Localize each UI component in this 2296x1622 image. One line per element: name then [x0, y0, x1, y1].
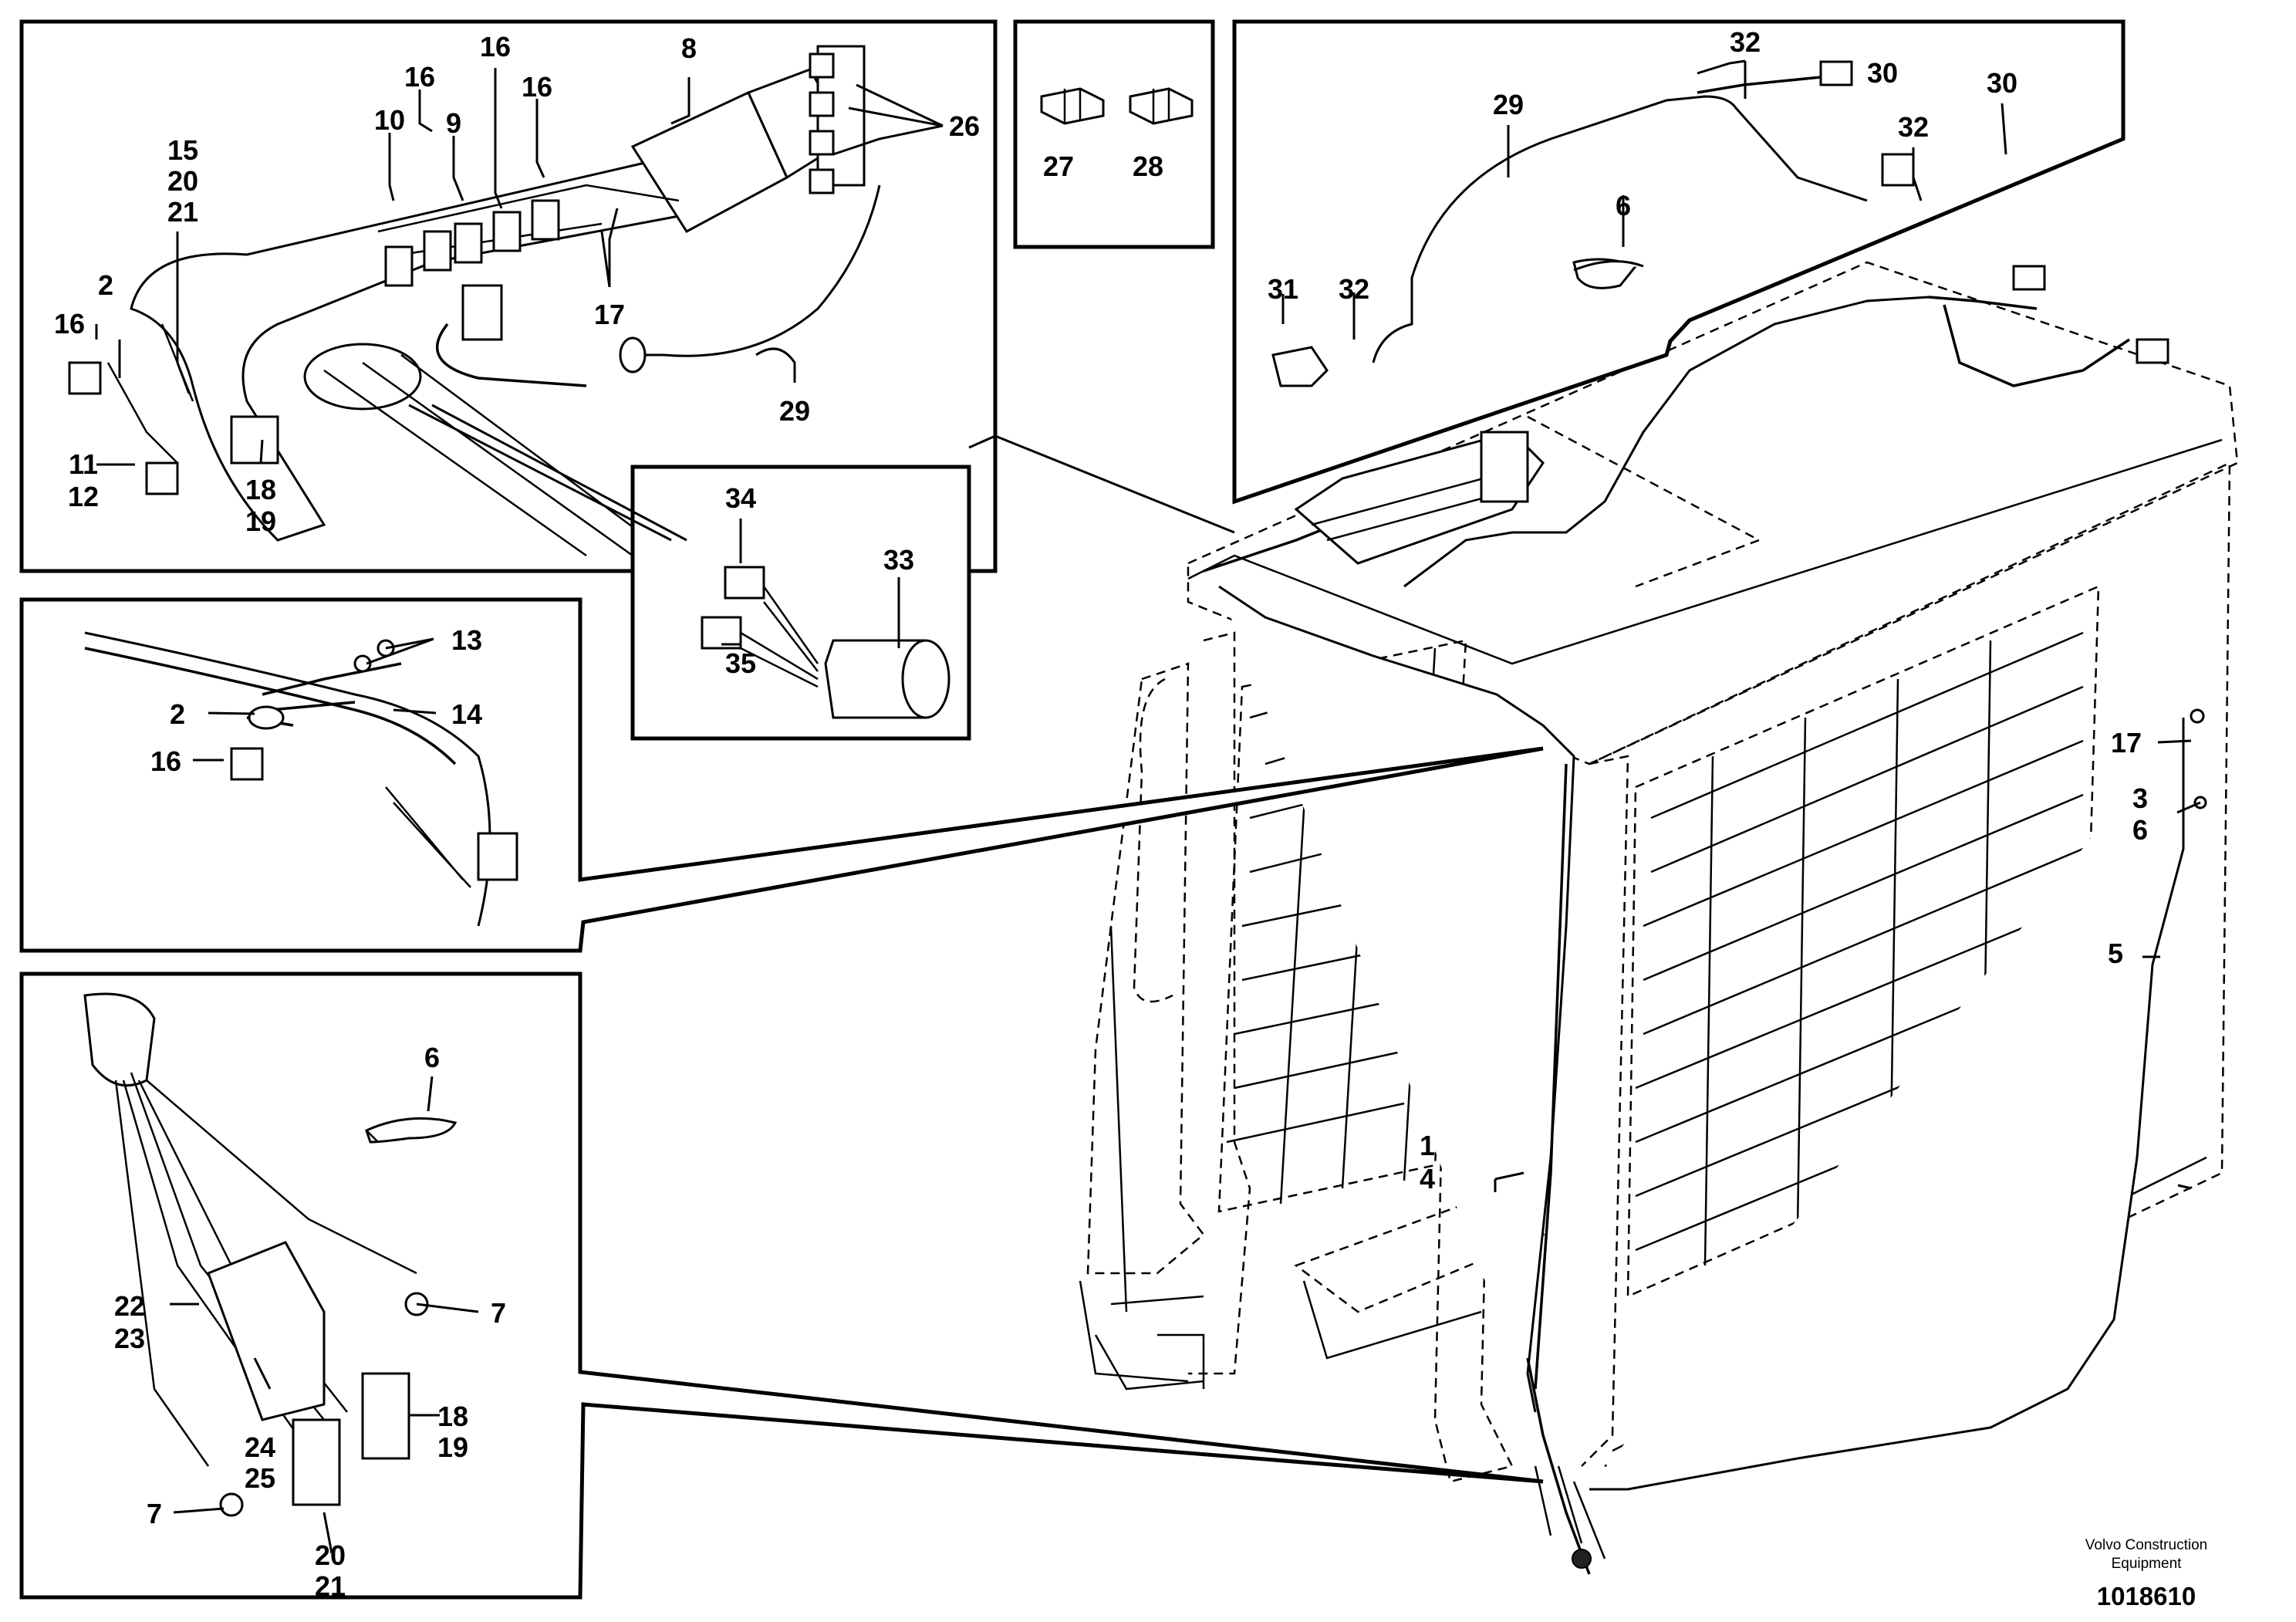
callout-17: 17	[2111, 727, 2142, 759]
callout-31: 31	[1268, 273, 1298, 305]
callout-32-b: 32	[1898, 111, 1929, 143]
callout-32-a: 32	[1730, 26, 1761, 58]
roof-harness-29	[1403, 265, 2169, 588]
detail-frame-post-base	[19, 972, 1544, 1600]
callout-8: 8	[681, 32, 697, 64]
main-harness-1	[1203, 523, 1606, 1575]
callout-1: 1	[1420, 1130, 1435, 1161]
detail-frame-roof-harness	[1232, 19, 2125, 505]
callout-16-top-3: 16	[522, 71, 552, 103]
callout-21-bottom: 21	[315, 1570, 346, 1602]
callout-30-b: 30	[1987, 67, 2017, 99]
callout-20-top: 20	[167, 165, 198, 197]
callout-18-top: 18	[245, 474, 276, 505]
callout-16-top-2: 16	[480, 31, 511, 63]
callout-15: 15	[167, 134, 198, 166]
callout-12: 12	[68, 481, 99, 512]
callout-10: 10	[374, 104, 405, 136]
callout-28: 28	[1133, 150, 1163, 182]
callout-6: 6	[2132, 814, 2148, 846]
callout-32-c: 32	[1339, 273, 1369, 305]
callout-14: 14	[451, 698, 482, 730]
callout-7-left: 7	[147, 1498, 162, 1529]
roof-control-module	[1294, 431, 1545, 565]
callout-34: 34	[725, 482, 756, 514]
callout-3: 3	[2132, 782, 2148, 814]
callout-18-bottom: 18	[437, 1401, 468, 1432]
callout-13: 13	[451, 624, 482, 656]
callout-11: 11	[69, 448, 98, 480]
callout-19-bottom: 19	[437, 1431, 468, 1463]
callout-labels: 1 4 5 3 6 17 8 26 16 16 16 10 9 15 20 21…	[54, 26, 2148, 1602]
callout-26: 26	[949, 110, 980, 142]
callout-6-top-right: 6	[1616, 190, 1631, 221]
callout-29-top-right: 29	[1493, 89, 1524, 120]
callout-29-top-left: 29	[779, 395, 810, 427]
callout-7-right: 7	[491, 1297, 506, 1329]
callout-16-top-left: 16	[54, 308, 85, 340]
callout-25: 25	[245, 1462, 275, 1494]
cable-tie-detail	[1573, 260, 1644, 272]
callout-35: 35	[725, 647, 756, 679]
detail-frame-capacitor	[630, 465, 971, 741]
callout-21-top: 21	[167, 196, 198, 228]
manufacturer-caption-line2: Equipment	[2112, 1556, 2183, 1572]
detail-frame-fuses	[1013, 19, 1215, 249]
callout-33: 33	[883, 544, 914, 576]
callout-6-bottom: 6	[424, 1042, 440, 1073]
callout-9: 9	[446, 107, 461, 139]
callout-19-top: 19	[245, 505, 276, 537]
callout-2-top: 2	[98, 269, 113, 301]
cable-tie-detail-bottom	[365, 1117, 458, 1144]
callout-24: 24	[245, 1431, 275, 1463]
callout-5: 5	[2108, 938, 2123, 969]
detail-frame-post-connector	[19, 597, 1544, 953]
callout-27: 27	[1043, 150, 1074, 182]
callout-22: 22	[114, 1290, 145, 1322]
callout-16-mid: 16	[150, 745, 181, 777]
leader-lines	[95, 59, 2201, 1554]
callout-20-bottom: 20	[315, 1539, 346, 1571]
callout-23: 23	[114, 1323, 145, 1354]
callout-4: 4	[1420, 1163, 1435, 1195]
callout-16-top-1: 16	[404, 61, 435, 93]
callout-2-mid: 2	[170, 698, 185, 730]
door-harness-5	[1589, 708, 2207, 1491]
callout-17-top: 17	[594, 299, 625, 330]
figure-number: 1018610	[2097, 1582, 2196, 1610]
manufacturer-caption-line1: Volvo Construction	[2085, 1537, 2207, 1553]
callout-30-a: 30	[1867, 57, 1898, 89]
